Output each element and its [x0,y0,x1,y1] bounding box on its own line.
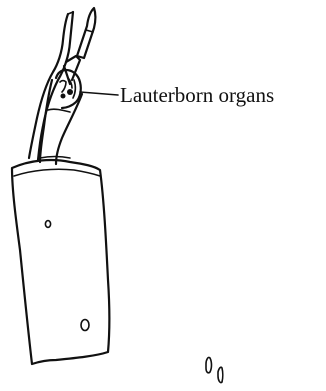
basal-segment [12,157,110,365]
detached-setae [206,357,223,382]
callout-leader [80,92,118,95]
callout-label: Lauterborn organs [120,83,274,107]
distal-segment [77,8,96,58]
sensory-pore-upper [45,221,50,228]
sensory-pore-lower [81,320,89,331]
